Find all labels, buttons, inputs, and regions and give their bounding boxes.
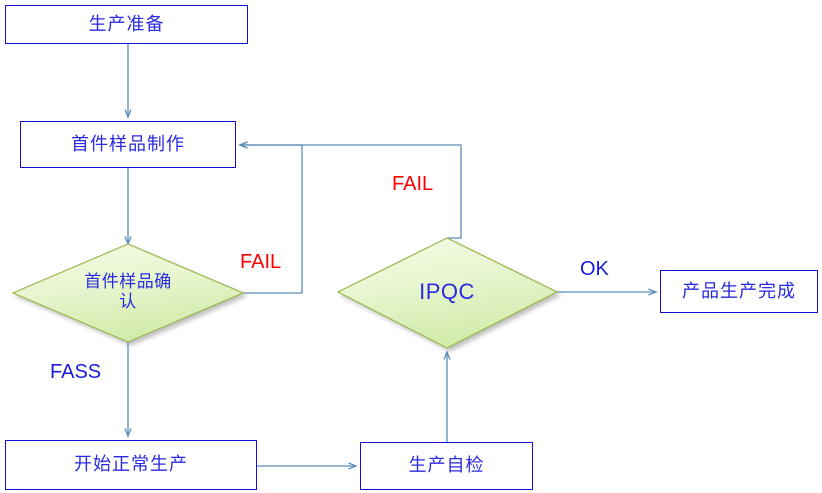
edge-label-fass: FASS (50, 361, 102, 383)
node-label: 开始正常生产 (74, 454, 188, 476)
edge-label-fail-confirm: FAIL (240, 251, 282, 273)
edge-label-ok: OK (580, 258, 609, 280)
node-production-self-inspection[interactable]: 生产自检 (360, 442, 533, 490)
node-first-article-sample-making[interactable]: 首件样品制作 (20, 121, 236, 168)
decision-shape-ipqc[interactable] (336, 237, 559, 349)
node-label: 产品生产完成 (682, 280, 796, 302)
node-label: 首件样品制作 (71, 133, 185, 155)
node-product-production-complete[interactable]: 产品生产完成 (660, 270, 818, 313)
decision-shape-confirm[interactable] (11, 243, 245, 343)
node-label: 生产准备 (88, 13, 165, 35)
node-label: 生产自检 (408, 455, 485, 477)
node-production-preparation[interactable]: 生产准备 (5, 5, 248, 44)
edge-ipqc-fail-to-sample (240, 145, 462, 239)
node-start-normal-production[interactable]: 开始正常生产 (5, 440, 257, 490)
edge-label-fail-ipqc: FAIL (392, 173, 434, 195)
